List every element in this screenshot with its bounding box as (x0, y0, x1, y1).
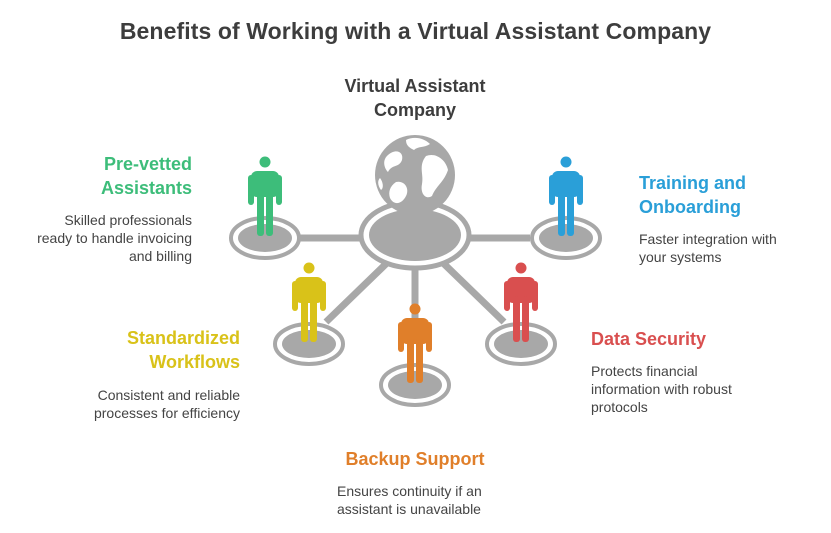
security-desc-line3: protocols (591, 399, 648, 415)
standardized-description: Consistent and reliable processes for ef… (40, 386, 240, 422)
node-backup (379, 303, 451, 407)
standardized-desc-line2: processes for efficiency (93, 405, 240, 421)
pre-vetted-desc-line1: Skilled professionals (64, 212, 192, 228)
training-desc-line2: your systems (639, 249, 722, 265)
backup-desc-line2: assistant is unavailable (337, 501, 481, 517)
node-standardized (273, 262, 345, 366)
pre-vetted-heading-line2: Assistants (100, 178, 192, 198)
globe-icon (375, 135, 455, 215)
node-pre-vetted (229, 156, 301, 260)
center-label: Virtual Assistant Company (305, 74, 525, 122)
pre-vetted-heading: Pre-vetted Assistants (60, 152, 192, 200)
security-desc-line1: Protects financial (591, 363, 698, 379)
connector-standardized (323, 257, 393, 325)
training-desc-line1: Faster integration with (639, 231, 777, 247)
connector-security (437, 257, 507, 325)
backup-desc-line1: Ensures continuity if an (337, 483, 482, 499)
pre-vetted-desc-line2: ready to handle invoicing (37, 230, 192, 246)
center-label-line2: Company (373, 100, 456, 120)
standardized-heading: Standardized Workflows (90, 326, 240, 374)
standardized-desc-line1: Consistent and reliable (97, 387, 240, 403)
person-icon-pre-vetted (248, 156, 282, 236)
security-desc-line2: information with robust (591, 381, 732, 397)
backup-description: Ensures continuity if an assistant is un… (337, 482, 537, 518)
standardized-heading-line2: Workflows (149, 352, 240, 372)
pre-vetted-description: Skilled professionals ready to handle in… (10, 211, 192, 265)
person-icon-security (504, 262, 538, 342)
training-heading-line1: Training and (639, 173, 747, 193)
pre-vetted-desc-line3: and billing (128, 248, 192, 264)
standardized-heading-line1: Standardized (126, 328, 240, 348)
center-label-line1: Virtual Assistant (344, 76, 486, 96)
person-icon-standardized (292, 262, 326, 342)
person-icon-backup (398, 303, 432, 383)
person-icon-training (549, 156, 583, 236)
backup-heading: Backup Support (345, 449, 485, 469)
pre-vetted-heading-line1: Pre-vetted (103, 154, 192, 174)
security-heading: Data Security (591, 329, 707, 349)
page-title: Benefits of Working with a Virtual Assis… (119, 18, 712, 44)
training-heading: Training and Onboarding (639, 171, 799, 219)
node-training (530, 156, 602, 260)
training-heading-line2: Onboarding (639, 197, 741, 217)
center-node (358, 135, 472, 271)
security-description: Protects financial information with robu… (591, 362, 791, 416)
training-description: Faster integration with your systems (639, 230, 819, 266)
node-security (485, 262, 557, 366)
